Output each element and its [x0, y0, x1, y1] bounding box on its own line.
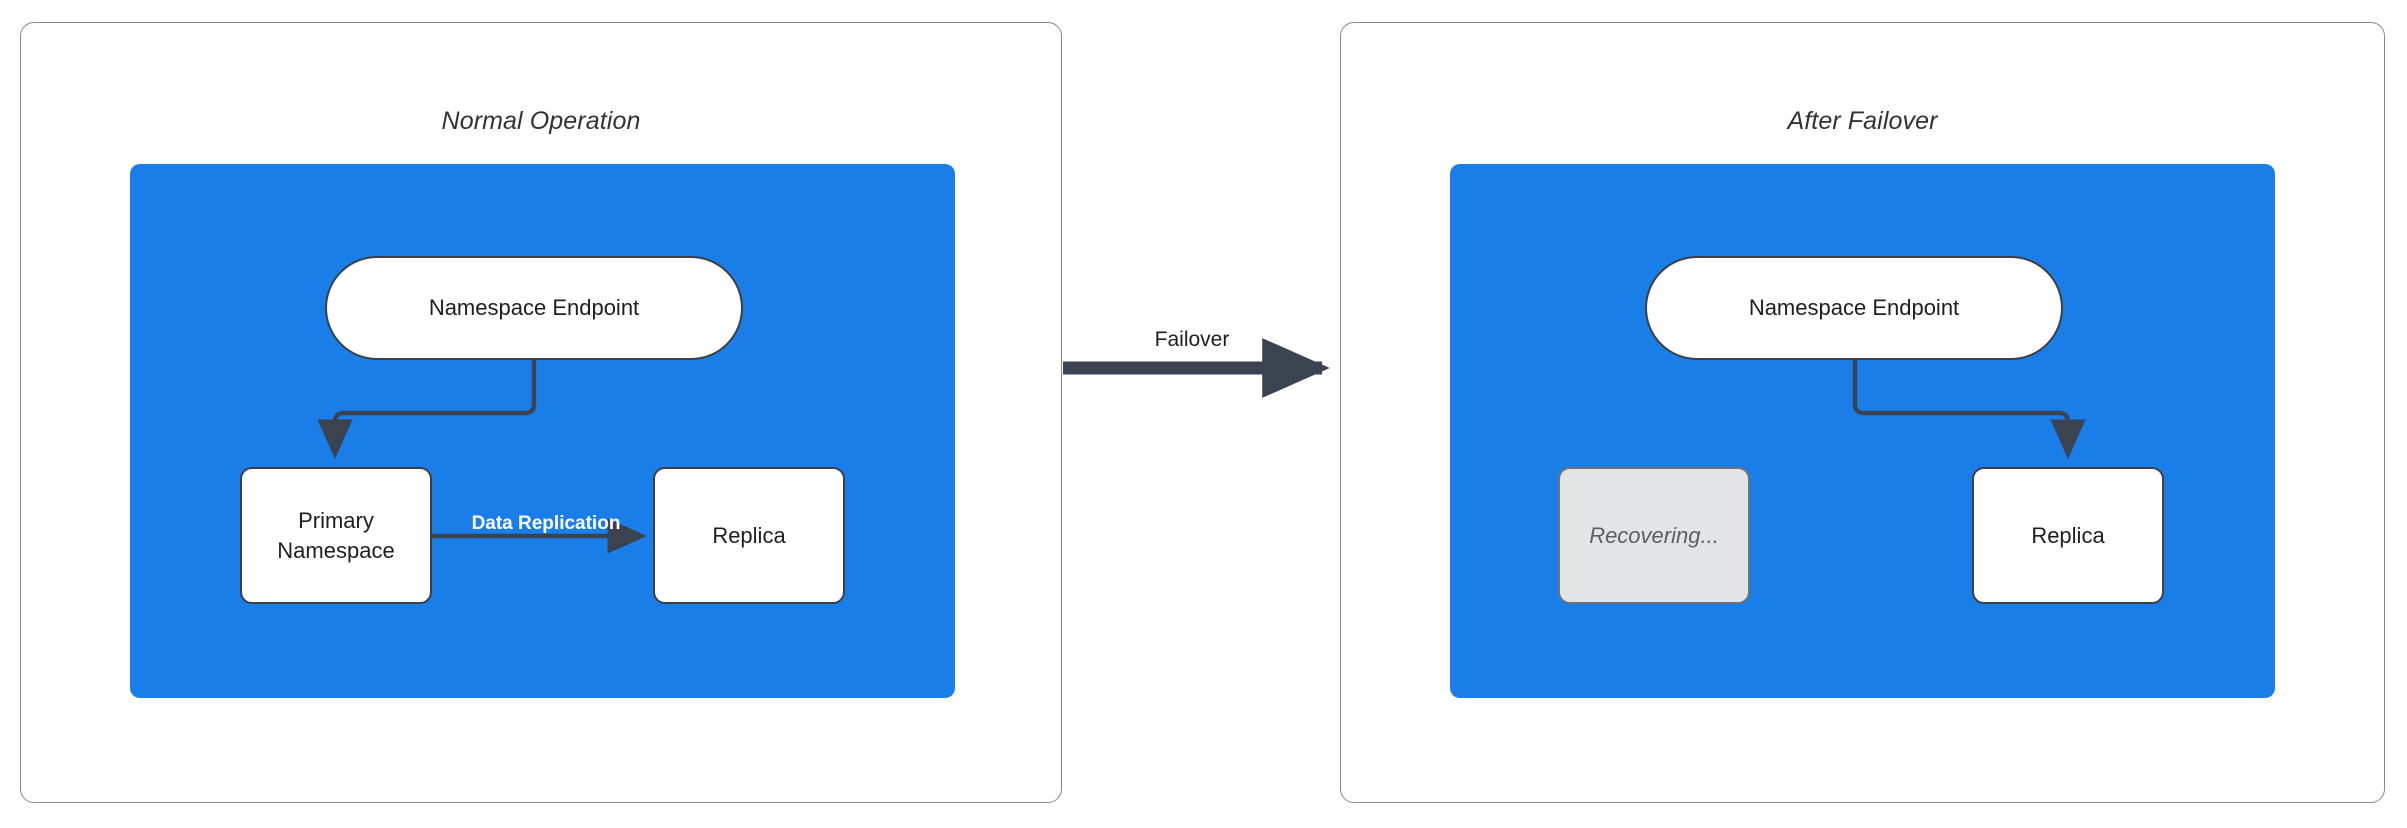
node-label: Recovering... — [1589, 522, 1719, 548]
panel-title-after-failover: After Failover — [1787, 107, 1938, 135]
node-replica-failover[interactable]: Replica — [1972, 467, 2164, 604]
node-label: Namespace Endpoint — [1748, 295, 1960, 321]
panel-title-normal-operation: Normal Operation — [441, 107, 641, 135]
node-namespace-endpoint-failover[interactable]: Namespace Endpoint — [1645, 256, 2063, 360]
node-label: Primary Namespace — [277, 506, 394, 564]
blue-zone-normal-operation — [130, 164, 955, 698]
node-replica-normal[interactable]: Replica — [653, 467, 845, 604]
node-label-line1: Primary — [298, 508, 374, 534]
node-label: Replica — [712, 522, 786, 548]
node-label: Namespace Endpoint — [428, 295, 640, 321]
edge-label-failover: Failover — [1154, 328, 1230, 351]
blue-zone-after-failover — [1450, 164, 2275, 698]
node-namespace-endpoint-normal[interactable]: Namespace Endpoint — [325, 256, 743, 360]
node-label-line2: Namespace — [277, 537, 395, 563]
edge-label-data-replication: Data Replication — [471, 513, 621, 534]
node-label: Replica — [2031, 522, 2105, 548]
node-recovering[interactable]: Recovering... — [1558, 467, 1750, 604]
node-primary-namespace[interactable]: Primary Namespace — [240, 467, 432, 604]
